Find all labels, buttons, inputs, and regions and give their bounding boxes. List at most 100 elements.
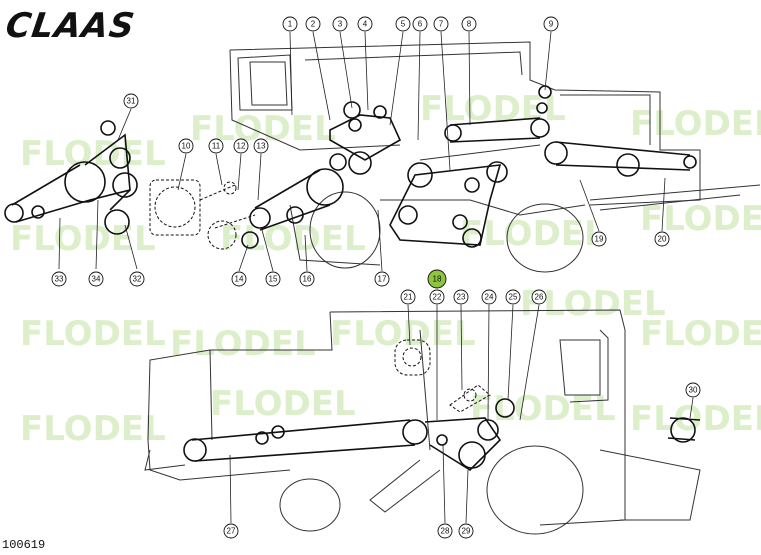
pulley bbox=[670, 417, 696, 443]
callout-22: 22 bbox=[429, 289, 445, 305]
pulley bbox=[530, 118, 550, 138]
callout-circle bbox=[123, 93, 139, 109]
callout-32: 32 bbox=[129, 271, 145, 287]
pulley bbox=[538, 85, 552, 99]
callout-label: 31 bbox=[127, 97, 136, 106]
pulley bbox=[343, 101, 361, 119]
callout-circle bbox=[223, 523, 239, 539]
callout-15: 15 bbox=[265, 271, 281, 287]
watermark-layer: FLODEL FLODEL FLODEL FLODEL FLODEL FLODE… bbox=[10, 89, 761, 449]
callout-circle bbox=[395, 16, 411, 32]
callout-circle bbox=[299, 271, 315, 287]
callout-31: 31 bbox=[123, 93, 139, 109]
callout-label: 13 bbox=[257, 142, 266, 151]
callout-label: 23 bbox=[457, 293, 466, 302]
pulley bbox=[306, 168, 344, 206]
callout-label: 8 bbox=[467, 20, 472, 29]
callout-label: 19 bbox=[595, 235, 604, 244]
callout-circle bbox=[433, 16, 449, 32]
callout-circle bbox=[531, 289, 547, 305]
callout-label: 3 bbox=[338, 20, 343, 29]
watermark-text: FLODEL bbox=[520, 284, 666, 324]
upper-belt-drives bbox=[4, 85, 697, 249]
callout-label: 17 bbox=[378, 275, 387, 284]
callout-label: 33 bbox=[55, 275, 64, 284]
callout-26: 26 bbox=[531, 289, 547, 305]
claas-logo: CLAAS bbox=[3, 6, 138, 46]
callout-8: 8 bbox=[461, 16, 477, 32]
pulley bbox=[398, 205, 418, 225]
callout-circle bbox=[481, 289, 497, 305]
callout-label: 22 bbox=[433, 293, 442, 302]
hidden-drive-lower bbox=[394, 339, 491, 413]
watermark-text: FLODEL bbox=[20, 134, 166, 174]
callout-circle bbox=[591, 231, 607, 247]
pulley bbox=[458, 441, 486, 469]
callout-label: 11 bbox=[212, 142, 221, 151]
callout-circle bbox=[233, 138, 249, 154]
pulley bbox=[31, 205, 45, 219]
watermark-text: FLODEL bbox=[630, 104, 761, 144]
callout-circle bbox=[685, 382, 701, 398]
callout-circle bbox=[461, 16, 477, 32]
watermark-text: FLODEL bbox=[10, 219, 156, 259]
callout-circle bbox=[458, 523, 474, 539]
callout-circle bbox=[654, 231, 670, 247]
pulley bbox=[373, 105, 387, 119]
callout-28: 28 bbox=[437, 523, 453, 539]
pulley bbox=[104, 209, 130, 235]
pulley bbox=[255, 431, 269, 445]
callout-16: 16 bbox=[299, 271, 315, 287]
callout-circle bbox=[51, 271, 67, 287]
callout-circle bbox=[437, 523, 453, 539]
callout-label: 34 bbox=[92, 275, 101, 284]
callout-7: 7 bbox=[433, 16, 449, 32]
pulley bbox=[486, 161, 508, 183]
pulley bbox=[109, 147, 131, 169]
pulley bbox=[402, 419, 428, 445]
callout-17: 17 bbox=[374, 271, 390, 287]
callout-12: 12 bbox=[233, 138, 249, 154]
callout-circle bbox=[543, 16, 559, 32]
pulley bbox=[544, 141, 568, 165]
watermark-text: FLODEL bbox=[20, 409, 166, 449]
callout-circle bbox=[412, 16, 428, 32]
callout-label: 15 bbox=[269, 275, 278, 284]
callout-24: 24 bbox=[481, 289, 497, 305]
callout-4: 4 bbox=[357, 16, 373, 32]
callout-circle bbox=[357, 16, 373, 32]
callout-34: 34 bbox=[88, 271, 104, 287]
callout-5: 5 bbox=[395, 16, 411, 32]
callout-circle bbox=[265, 271, 281, 287]
callout-label: 20 bbox=[658, 235, 667, 244]
watermark-text: FLODEL bbox=[20, 314, 166, 354]
pulley bbox=[183, 438, 207, 462]
callout-label: 27 bbox=[227, 527, 236, 536]
callout-circle bbox=[305, 16, 321, 32]
callout-29: 29 bbox=[458, 523, 474, 539]
callout-label: 7 bbox=[439, 20, 444, 29]
callout-10: 10 bbox=[178, 138, 194, 154]
callout-label: 24 bbox=[485, 293, 494, 302]
callout-14: 14 bbox=[231, 271, 247, 287]
callout-label: 14 bbox=[235, 275, 244, 284]
callout-label: 30 bbox=[689, 386, 698, 395]
callout-25: 25 bbox=[505, 289, 521, 305]
pulley bbox=[100, 120, 116, 136]
pulley bbox=[616, 153, 640, 177]
callout-circle bbox=[129, 271, 145, 287]
callout-circle bbox=[505, 289, 521, 305]
callout-33: 33 bbox=[51, 271, 67, 287]
callout-20: 20 bbox=[654, 231, 670, 247]
callout-circle bbox=[231, 271, 247, 287]
callout-label: 2 bbox=[311, 20, 316, 29]
callout-label: 25 bbox=[509, 293, 518, 302]
drawing-number: 100619 bbox=[2, 538, 46, 552]
callout-13: 13 bbox=[253, 138, 269, 154]
pulley bbox=[452, 214, 468, 230]
lower-belt-drives bbox=[183, 398, 701, 472]
pulley bbox=[407, 162, 433, 188]
